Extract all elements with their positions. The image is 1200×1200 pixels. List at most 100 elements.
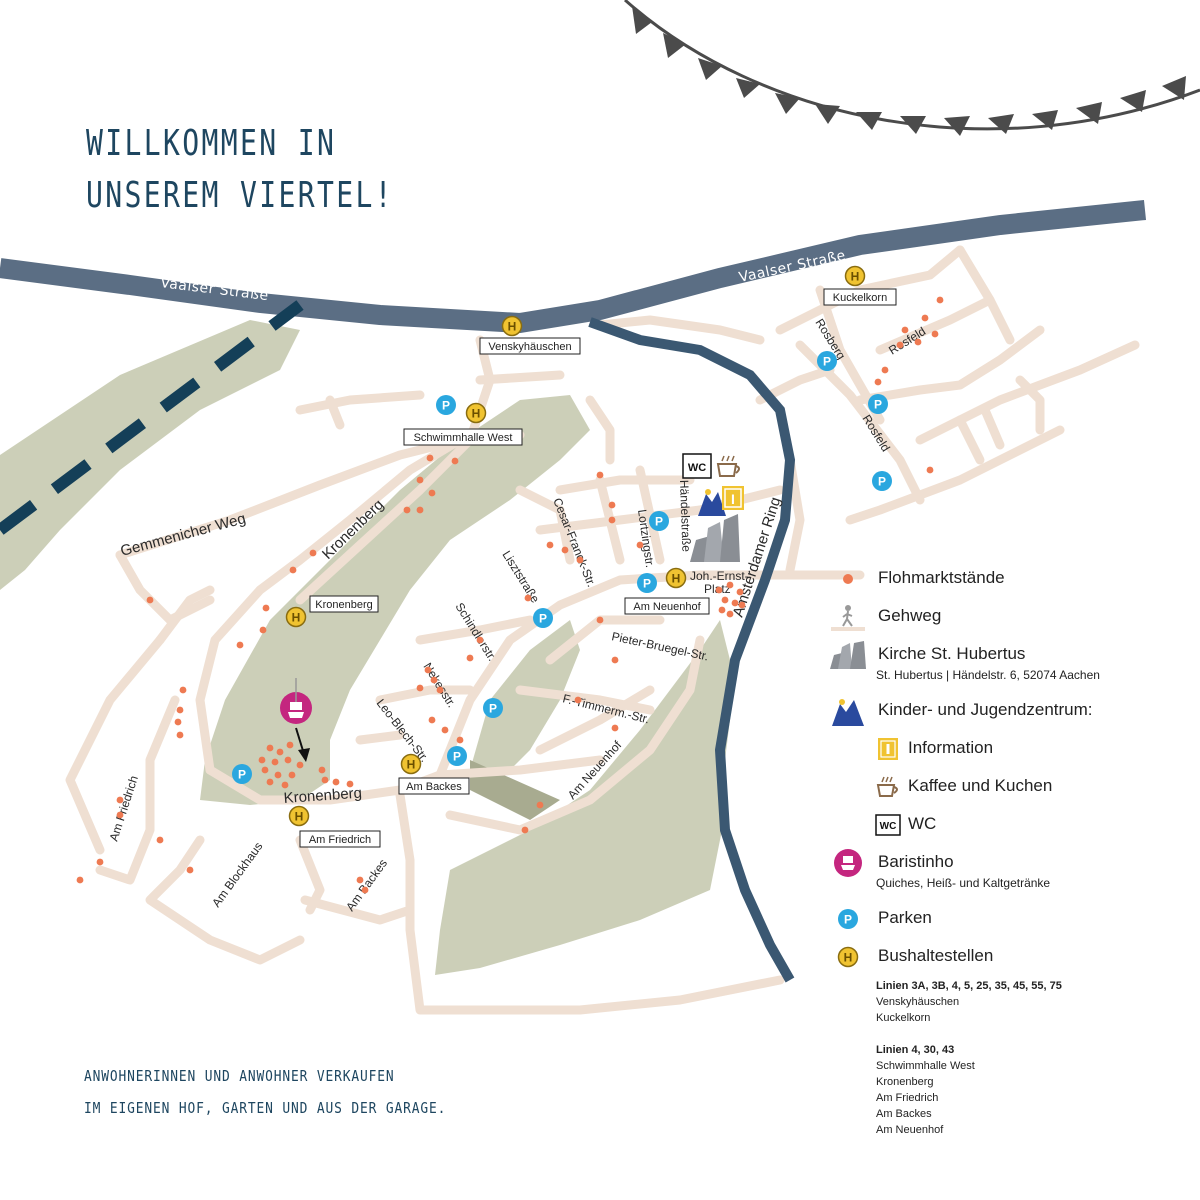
- legend-baristinho: Baristinho: [828, 844, 1188, 882]
- flea-market-dot: [574, 696, 582, 704]
- bus-stop-icon: H: [465, 402, 487, 424]
- title-line-2: UNSEREM VIERTEL!: [86, 175, 394, 216]
- svg-text:H: H: [508, 320, 517, 334]
- legend-label: Flohmarktstände: [878, 568, 1005, 587]
- flea-market-dot: [261, 766, 269, 774]
- bus-stop-icon: H: [285, 606, 307, 628]
- bus-lines-list: Linien 3A, 3B, 4, 5, 25, 35, 45, 55, 75 …: [828, 978, 1188, 1138]
- parking-icon: P: [533, 608, 553, 628]
- legend-kirche: Kirche St. Hubertus: [828, 636, 1188, 674]
- legend-label: Gehweg: [878, 606, 942, 625]
- flea-market-dot: [536, 801, 544, 809]
- flea-market-dot: [176, 706, 184, 714]
- flea-market-dot: [156, 836, 164, 844]
- flea-market-dot: [430, 676, 438, 684]
- label-am-blockhaus: Am Blockhaus: [209, 839, 265, 909]
- flea-market-dot: [296, 761, 304, 769]
- parking-icon: P: [817, 351, 837, 371]
- info-icon: [878, 738, 898, 760]
- flea-market-dot: [441, 726, 449, 734]
- svg-text:Am Neuenhof: Am Neuenhof: [633, 601, 701, 613]
- bunting-string: [624, 0, 1200, 131]
- park-west: [0, 320, 300, 590]
- flea-market-dot: [611, 656, 619, 664]
- flea-market-dot: [546, 541, 554, 549]
- legend-label: WC: [908, 814, 937, 833]
- svg-text:H: H: [292, 611, 301, 625]
- amsterdamer-ring-road: [588, 317, 796, 983]
- flea-market-dot: [926, 466, 934, 474]
- lines-group-2-stop: Am Backes: [876, 1108, 932, 1120]
- lines-group-2-stop: Am Friedrich: [876, 1092, 939, 1104]
- legend-label: Kirche St. Hubertus: [878, 644, 1026, 663]
- flea-market-dot: [466, 654, 474, 662]
- lines-group-1-stop: Venskyhäuschen: [876, 996, 960, 1008]
- legend-kirche-address: St. Hubertus | Händelstr. 6, 52074 Aache…: [876, 668, 1100, 682]
- flea-market-dot: [428, 716, 436, 724]
- svg-text:I: I: [731, 491, 735, 507]
- flea-market-dot: [608, 501, 616, 509]
- flea-market-dot: [116, 796, 124, 804]
- flea-market-dot: [274, 771, 282, 779]
- flea-market-dot: [721, 596, 729, 604]
- label-am-backes: Am Backes: [343, 856, 390, 913]
- svg-text:P: P: [823, 355, 831, 369]
- flea-market-dot: [476, 636, 484, 644]
- flea-market-dot: [76, 876, 84, 884]
- label-gemmenicher: Gemmenicher Weg: [119, 510, 248, 560]
- label-leo-blech: Leo-Blech-Str.: [374, 696, 432, 765]
- flea-market-dot: [259, 626, 267, 634]
- coffee-cup-icon: [876, 776, 898, 797]
- legend-label: Information: [908, 738, 994, 757]
- flea-market-dot: [736, 588, 744, 596]
- flea-market-dot: [416, 684, 424, 692]
- footer-line-2: IM EIGENEN HOF, GARTEN UND AUS DER GARAG…: [84, 1099, 447, 1117]
- map-legend: Flohmarktstände Gehweg Kirche St. Hubert…: [828, 560, 1188, 1138]
- svg-text:H: H: [295, 810, 304, 824]
- svg-text:P: P: [489, 702, 497, 716]
- page-title: WILLKOMMEN IN UNSEREM VIERTEL!: [86, 118, 394, 222]
- parking-icon: P: [232, 764, 252, 784]
- legend-baristinho-note: Quiches, Heiß- und Kaltgetränke: [876, 876, 1051, 890]
- svg-text:P: P: [655, 515, 663, 529]
- flea-market-dot: [403, 506, 411, 514]
- flea-market-dot: [179, 686, 187, 694]
- flea-market-dot: [524, 594, 532, 602]
- parking-icon: P: [872, 471, 892, 491]
- svg-text:Venskyhäuschen: Venskyhäuschen: [488, 341, 571, 353]
- legend-gehweg: Gehweg: [828, 598, 1188, 636]
- legend-parken: P Parken: [828, 900, 1188, 938]
- svg-text:H: H: [851, 270, 860, 284]
- svg-text:P: P: [878, 475, 886, 489]
- legend-label: Parken: [878, 908, 932, 927]
- lines-group-2-stop: Am Neuenhof: [876, 1124, 944, 1136]
- legend-label: Kinder- und Jugendzentrum:: [878, 700, 1093, 719]
- map-info-icon: I: [722, 486, 744, 510]
- footer-note: ANWOHNERINNEN UND ANWOHNER VERKAUFEN IM …: [84, 1060, 446, 1124]
- label-haendelstrasse: Händelstraße: [677, 480, 694, 553]
- parking-icon: P: [483, 698, 503, 718]
- svg-text:H: H: [844, 951, 853, 965]
- bus-stop-kuckelkorn: H Kuckelkorn: [823, 265, 897, 306]
- bus-stop-icon: H: [844, 265, 866, 287]
- bus-stop-kronenberg: H Kronenberg: [285, 595, 379, 628]
- svg-text:Schwimmhalle West: Schwimmhalle West: [414, 432, 513, 444]
- barista-icon: [834, 849, 862, 877]
- svg-text:P: P: [539, 612, 547, 626]
- flea-market-dot: [271, 758, 279, 766]
- lines-group-1-stop: Kuckelkorn: [876, 1012, 931, 1024]
- flea-market-dot: [284, 756, 292, 764]
- title-line-1: WILLKOMMEN IN: [86, 123, 337, 164]
- svg-text:H: H: [472, 407, 481, 421]
- label-rosfeld-mid: Rosfeld: [859, 412, 892, 454]
- flea-market-dot: [731, 599, 739, 607]
- flea-market-dot: [426, 454, 434, 462]
- bus-stop-icon: H: [665, 567, 687, 589]
- flea-market-dot: [901, 326, 909, 334]
- svg-text:Kuckelkorn: Kuckelkorn: [833, 292, 887, 304]
- flea-market-dot: [116, 811, 124, 819]
- street-network: [65, 245, 1140, 1015]
- flea-market-dot: [424, 666, 432, 674]
- lines-group-2-title: Linien 4, 30, 43: [876, 1044, 955, 1056]
